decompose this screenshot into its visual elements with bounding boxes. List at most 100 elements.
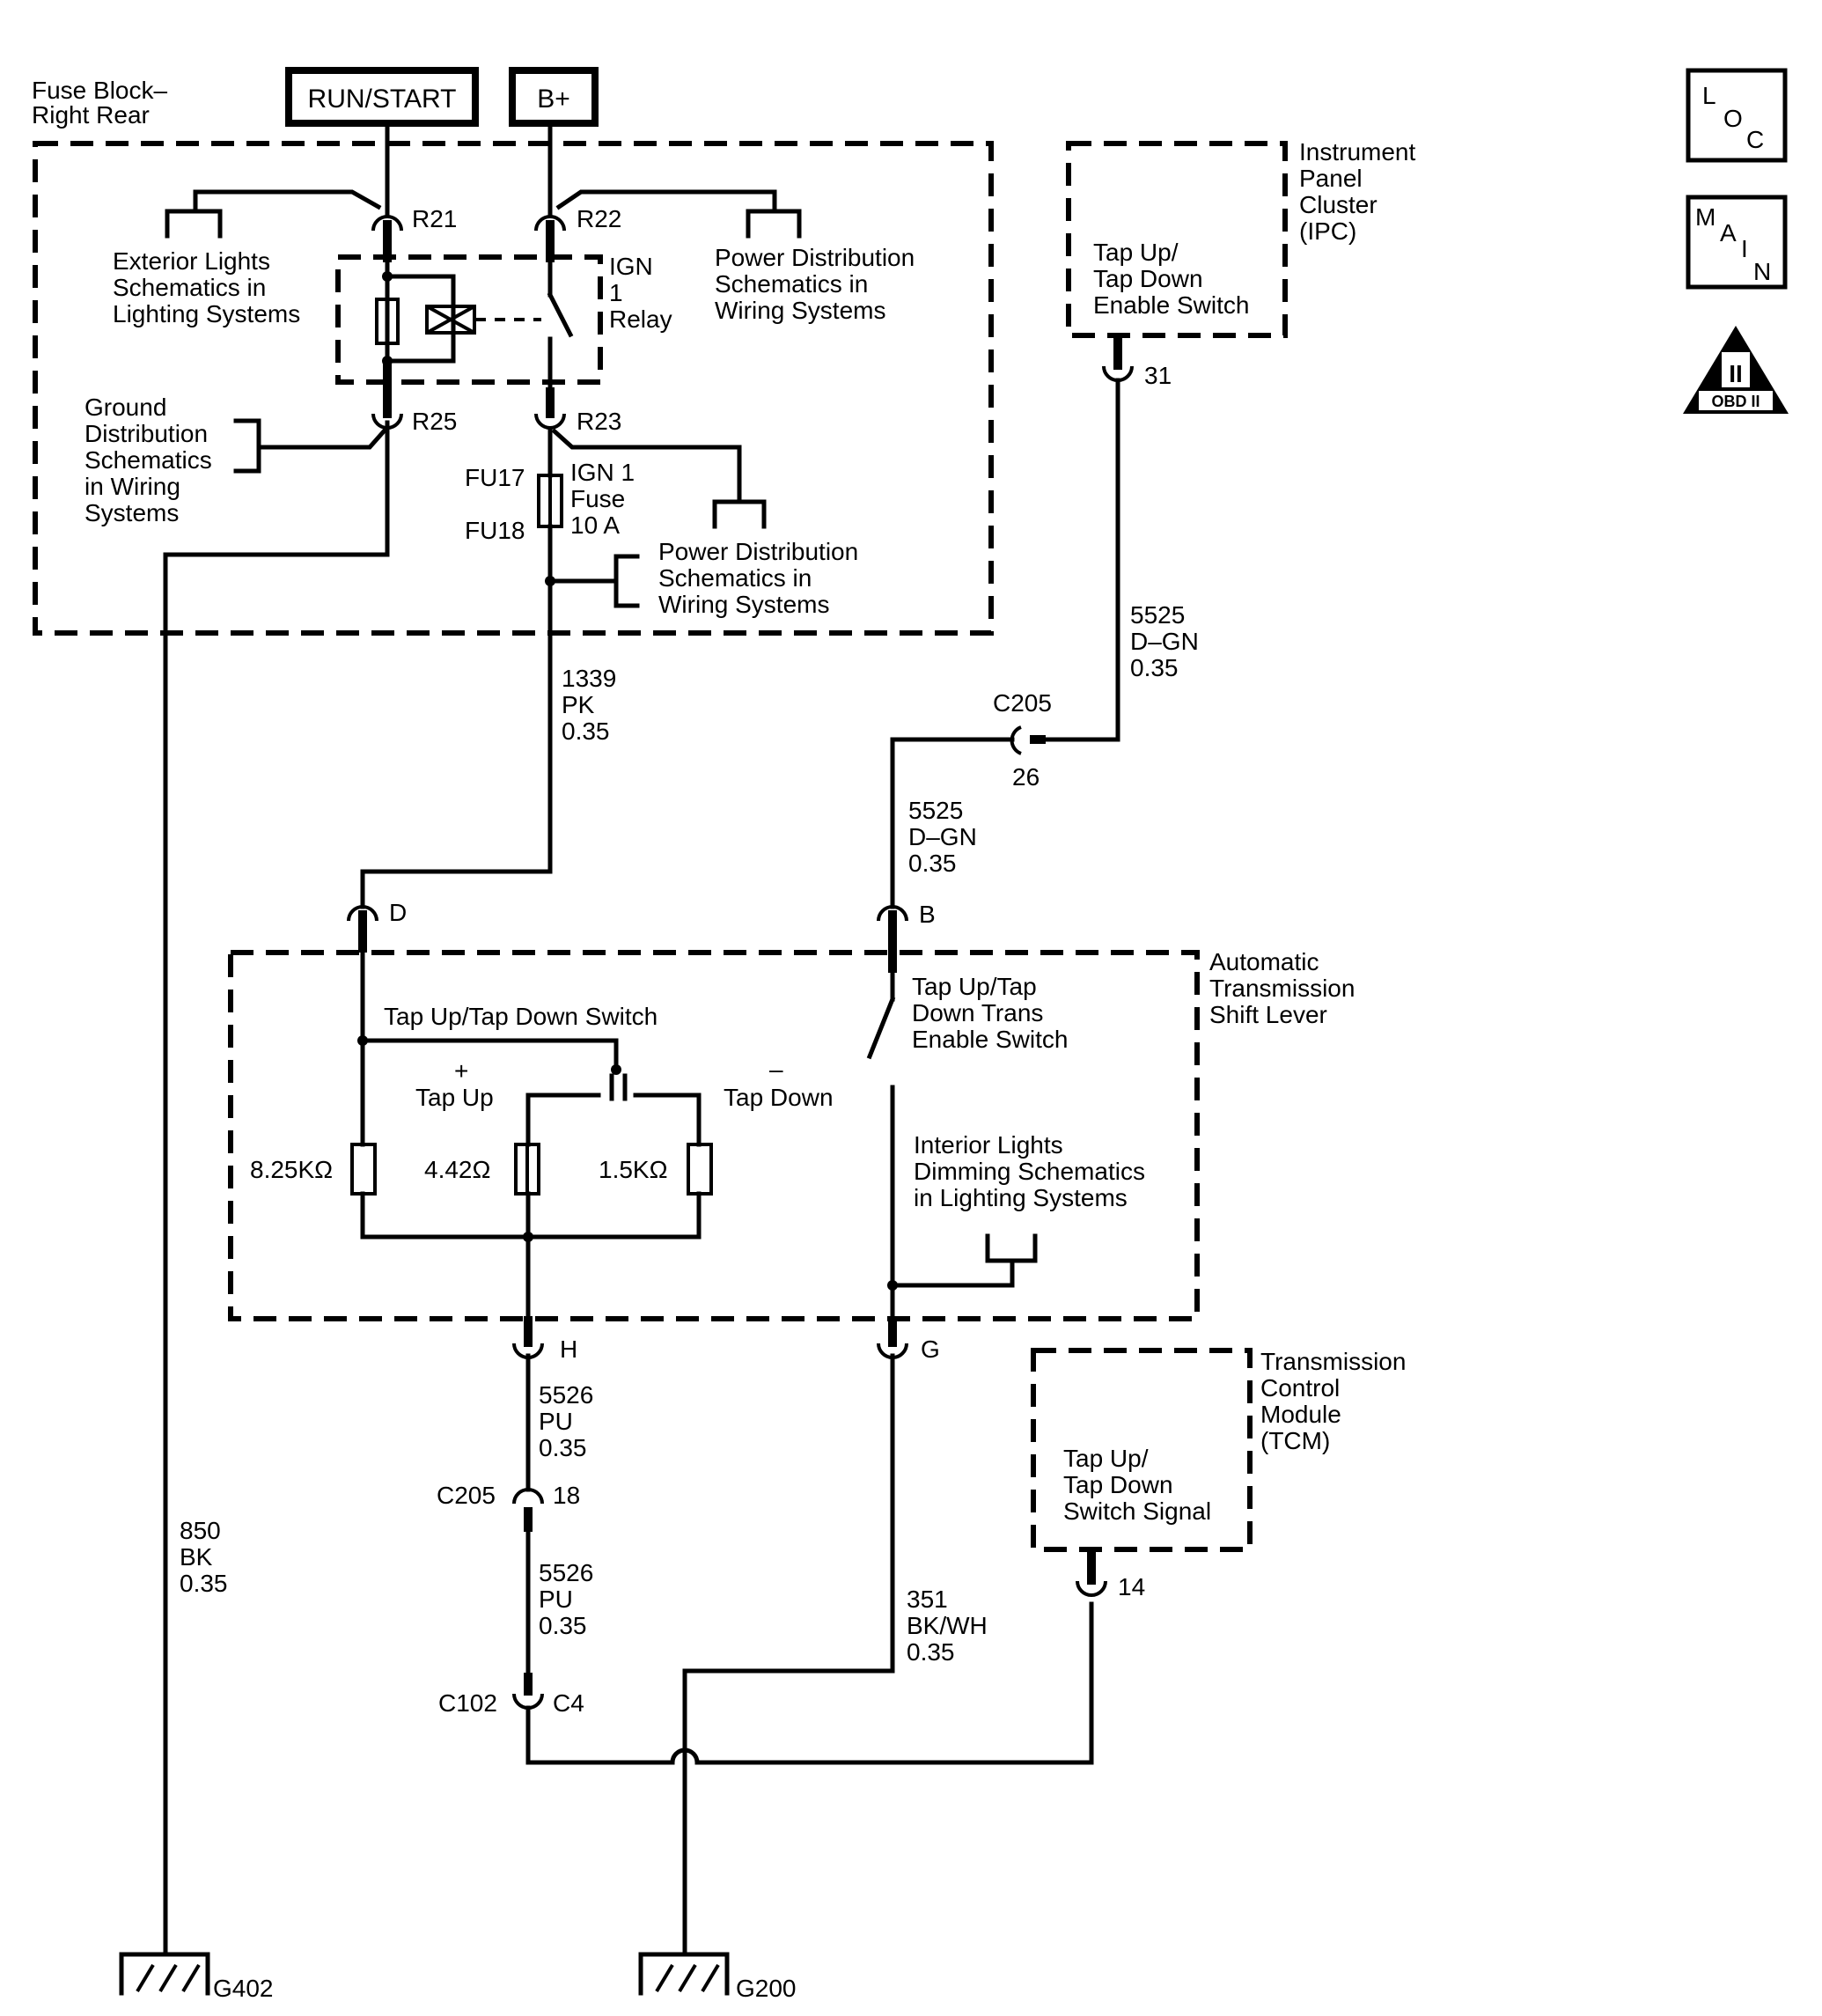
shift-lever-box xyxy=(228,950,1200,1321)
ext-lights-ref: Exterior Lights Schematics in Lighting S… xyxy=(113,247,300,327)
enable-switch-contact xyxy=(866,996,896,1060)
svg-text:0.35: 0.35 xyxy=(562,717,610,745)
svg-text:Exterior Lights: Exterior Lights xyxy=(113,247,270,275)
ipc-title: Instrument Panel Cluster (IPC) xyxy=(1299,138,1415,245)
svg-text:Transmission: Transmission xyxy=(1260,1348,1406,1375)
obd-ii-badge[interactable]: II OBD II xyxy=(1683,326,1789,414)
svg-text:0.35: 0.35 xyxy=(907,1638,955,1666)
svg-text:D–GN: D–GN xyxy=(1130,628,1199,655)
svg-text:18: 18 xyxy=(553,1482,580,1509)
svg-text:0.35: 0.35 xyxy=(1130,654,1179,681)
run-start-label: RUN/START xyxy=(308,85,457,114)
svg-text:Tap Up/: Tap Up/ xyxy=(1093,239,1179,266)
wire-5525-top-label: 5525 D–GN 0.35 xyxy=(1130,601,1199,681)
svg-text:H: H xyxy=(560,1335,577,1363)
ipc-pin-31: 31 xyxy=(1102,338,1172,389)
ign1-relay-box xyxy=(335,254,603,385)
terminal-r25: R25 xyxy=(371,361,457,435)
wire-850-label: 850 BK 0.35 xyxy=(180,1517,228,1597)
svg-text:Tap Down: Tap Down xyxy=(1093,265,1203,292)
svg-text:FU18: FU18 xyxy=(465,517,525,544)
svg-text:0.35: 0.35 xyxy=(180,1570,228,1597)
wire-1339 xyxy=(360,869,553,909)
shift-lever-title: Automatic Transmission Shift Lever xyxy=(1209,948,1355,1028)
svg-text:5526: 5526 xyxy=(539,1381,593,1409)
svg-text:I: I xyxy=(1741,235,1748,262)
svg-text:OBD II: OBD II xyxy=(1711,393,1760,410)
svg-text:Enable Switch: Enable Switch xyxy=(912,1026,1068,1053)
relay-coil xyxy=(425,305,476,335)
run-start-source: RUN/START xyxy=(285,67,479,127)
svg-text:G: G xyxy=(921,1335,940,1363)
wire-5525-top xyxy=(1036,378,1120,742)
svg-text:Schematics in: Schematics in xyxy=(715,270,868,298)
svg-text:Lighting Systems: Lighting Systems xyxy=(113,300,300,327)
tap-down-label: Tap Down xyxy=(724,1084,834,1111)
power-dist-bottom-ref: Power Distribution Schematics in Wiring … xyxy=(658,538,858,618)
svg-text:26: 26 xyxy=(1012,763,1040,791)
svg-text:R23: R23 xyxy=(577,408,621,435)
svg-text:0.35: 0.35 xyxy=(539,1612,587,1639)
svg-text:IGN 1: IGN 1 xyxy=(570,459,635,486)
svg-text:Switch Signal: Switch Signal xyxy=(1063,1497,1211,1525)
svg-text:Tap Up/Tap: Tap Up/Tap xyxy=(912,973,1037,1000)
svg-text:C102: C102 xyxy=(438,1689,497,1717)
ign1-relay-label: IGN 1 Relay xyxy=(609,253,672,333)
fuse-block-title-line1: Fuse Block– xyxy=(32,77,167,104)
svg-text:B: B xyxy=(919,901,936,928)
svg-text:O: O xyxy=(1723,105,1743,132)
loc-badge[interactable]: L O C xyxy=(1686,68,1788,163)
svg-text:BK: BK xyxy=(180,1543,213,1571)
interior-lights-ref: Interior Lights Dimming Schematics in Li… xyxy=(914,1131,1145,1211)
connector-c205-top: C205 26 xyxy=(993,689,1052,791)
svg-text:in Wiring: in Wiring xyxy=(84,473,180,500)
svg-text:1.5KΩ: 1.5KΩ xyxy=(599,1156,668,1183)
enable-switch-label: Tap Up/Tap Down Trans Enable Switch xyxy=(912,973,1068,1053)
svg-text:Power Distribution: Power Distribution xyxy=(715,244,915,271)
svg-text:4.42Ω: 4.42Ω xyxy=(424,1156,490,1183)
resistor-1-5k: 1.5KΩ xyxy=(599,1143,713,1196)
b-plus-source: B+ xyxy=(509,67,599,127)
wire-351 xyxy=(682,1353,895,1957)
svg-text:D–GN: D–GN xyxy=(908,823,977,850)
svg-text:C: C xyxy=(1746,126,1764,153)
svg-text:FU17: FU17 xyxy=(465,464,525,491)
svg-text:(IPC): (IPC) xyxy=(1299,217,1356,245)
svg-text:Schematics in: Schematics in xyxy=(658,564,812,592)
tcm-title: Transmission Control Module (TCM) xyxy=(1260,1348,1406,1454)
svg-text:M: M xyxy=(1695,203,1715,231)
wire-351-label: 351 BK/WH 0.35 xyxy=(907,1586,988,1666)
main-badge[interactable]: M A I N xyxy=(1686,195,1788,290)
terminal-r21: R21 xyxy=(371,205,457,262)
svg-text:Distribution: Distribution xyxy=(84,420,208,447)
ipc-enable-switch: Tap Up/ Tap Down Enable Switch xyxy=(1093,239,1249,319)
connector-b: B xyxy=(877,901,936,953)
svg-text:PK: PK xyxy=(562,691,595,718)
svg-text:A: A xyxy=(1720,219,1737,246)
svg-text:in Lighting Systems: in Lighting Systems xyxy=(914,1184,1128,1211)
wire-850 xyxy=(163,420,390,1957)
svg-text:R22: R22 xyxy=(577,205,621,232)
svg-text:Enable Switch: Enable Switch xyxy=(1093,291,1249,319)
svg-text:Schematics in: Schematics in xyxy=(113,274,266,301)
tcm-signal: Tap Up/ Tap Down Switch Signal xyxy=(1063,1445,1211,1525)
svg-text:10 A: 10 A xyxy=(570,511,620,539)
svg-text:C4: C4 xyxy=(553,1689,584,1717)
svg-text:Power Distribution: Power Distribution xyxy=(658,538,858,565)
b-plus-label: B+ xyxy=(537,85,570,114)
resistor-4-42: 4.42Ω xyxy=(424,1143,540,1196)
wire-5525-mid-label: 5525 D–GN 0.35 xyxy=(908,797,977,877)
tcm-box xyxy=(1031,1348,1253,1552)
svg-text:1339: 1339 xyxy=(562,665,616,692)
svg-text:1: 1 xyxy=(609,279,623,306)
tap-up-plus: + xyxy=(454,1057,468,1085)
tap-switch-title: Tap Up/Tap Down Switch xyxy=(384,1003,658,1030)
svg-text:(TCM): (TCM) xyxy=(1260,1427,1330,1454)
svg-text:Systems: Systems xyxy=(84,499,179,526)
svg-text:31: 31 xyxy=(1144,362,1172,389)
svg-text:G200: G200 xyxy=(736,1975,797,2002)
wire-5526-a-label: 5526 PU 0.35 xyxy=(539,1381,593,1461)
svg-text:Module: Module xyxy=(1260,1401,1341,1428)
ground-g200: G200 xyxy=(638,1952,797,2002)
